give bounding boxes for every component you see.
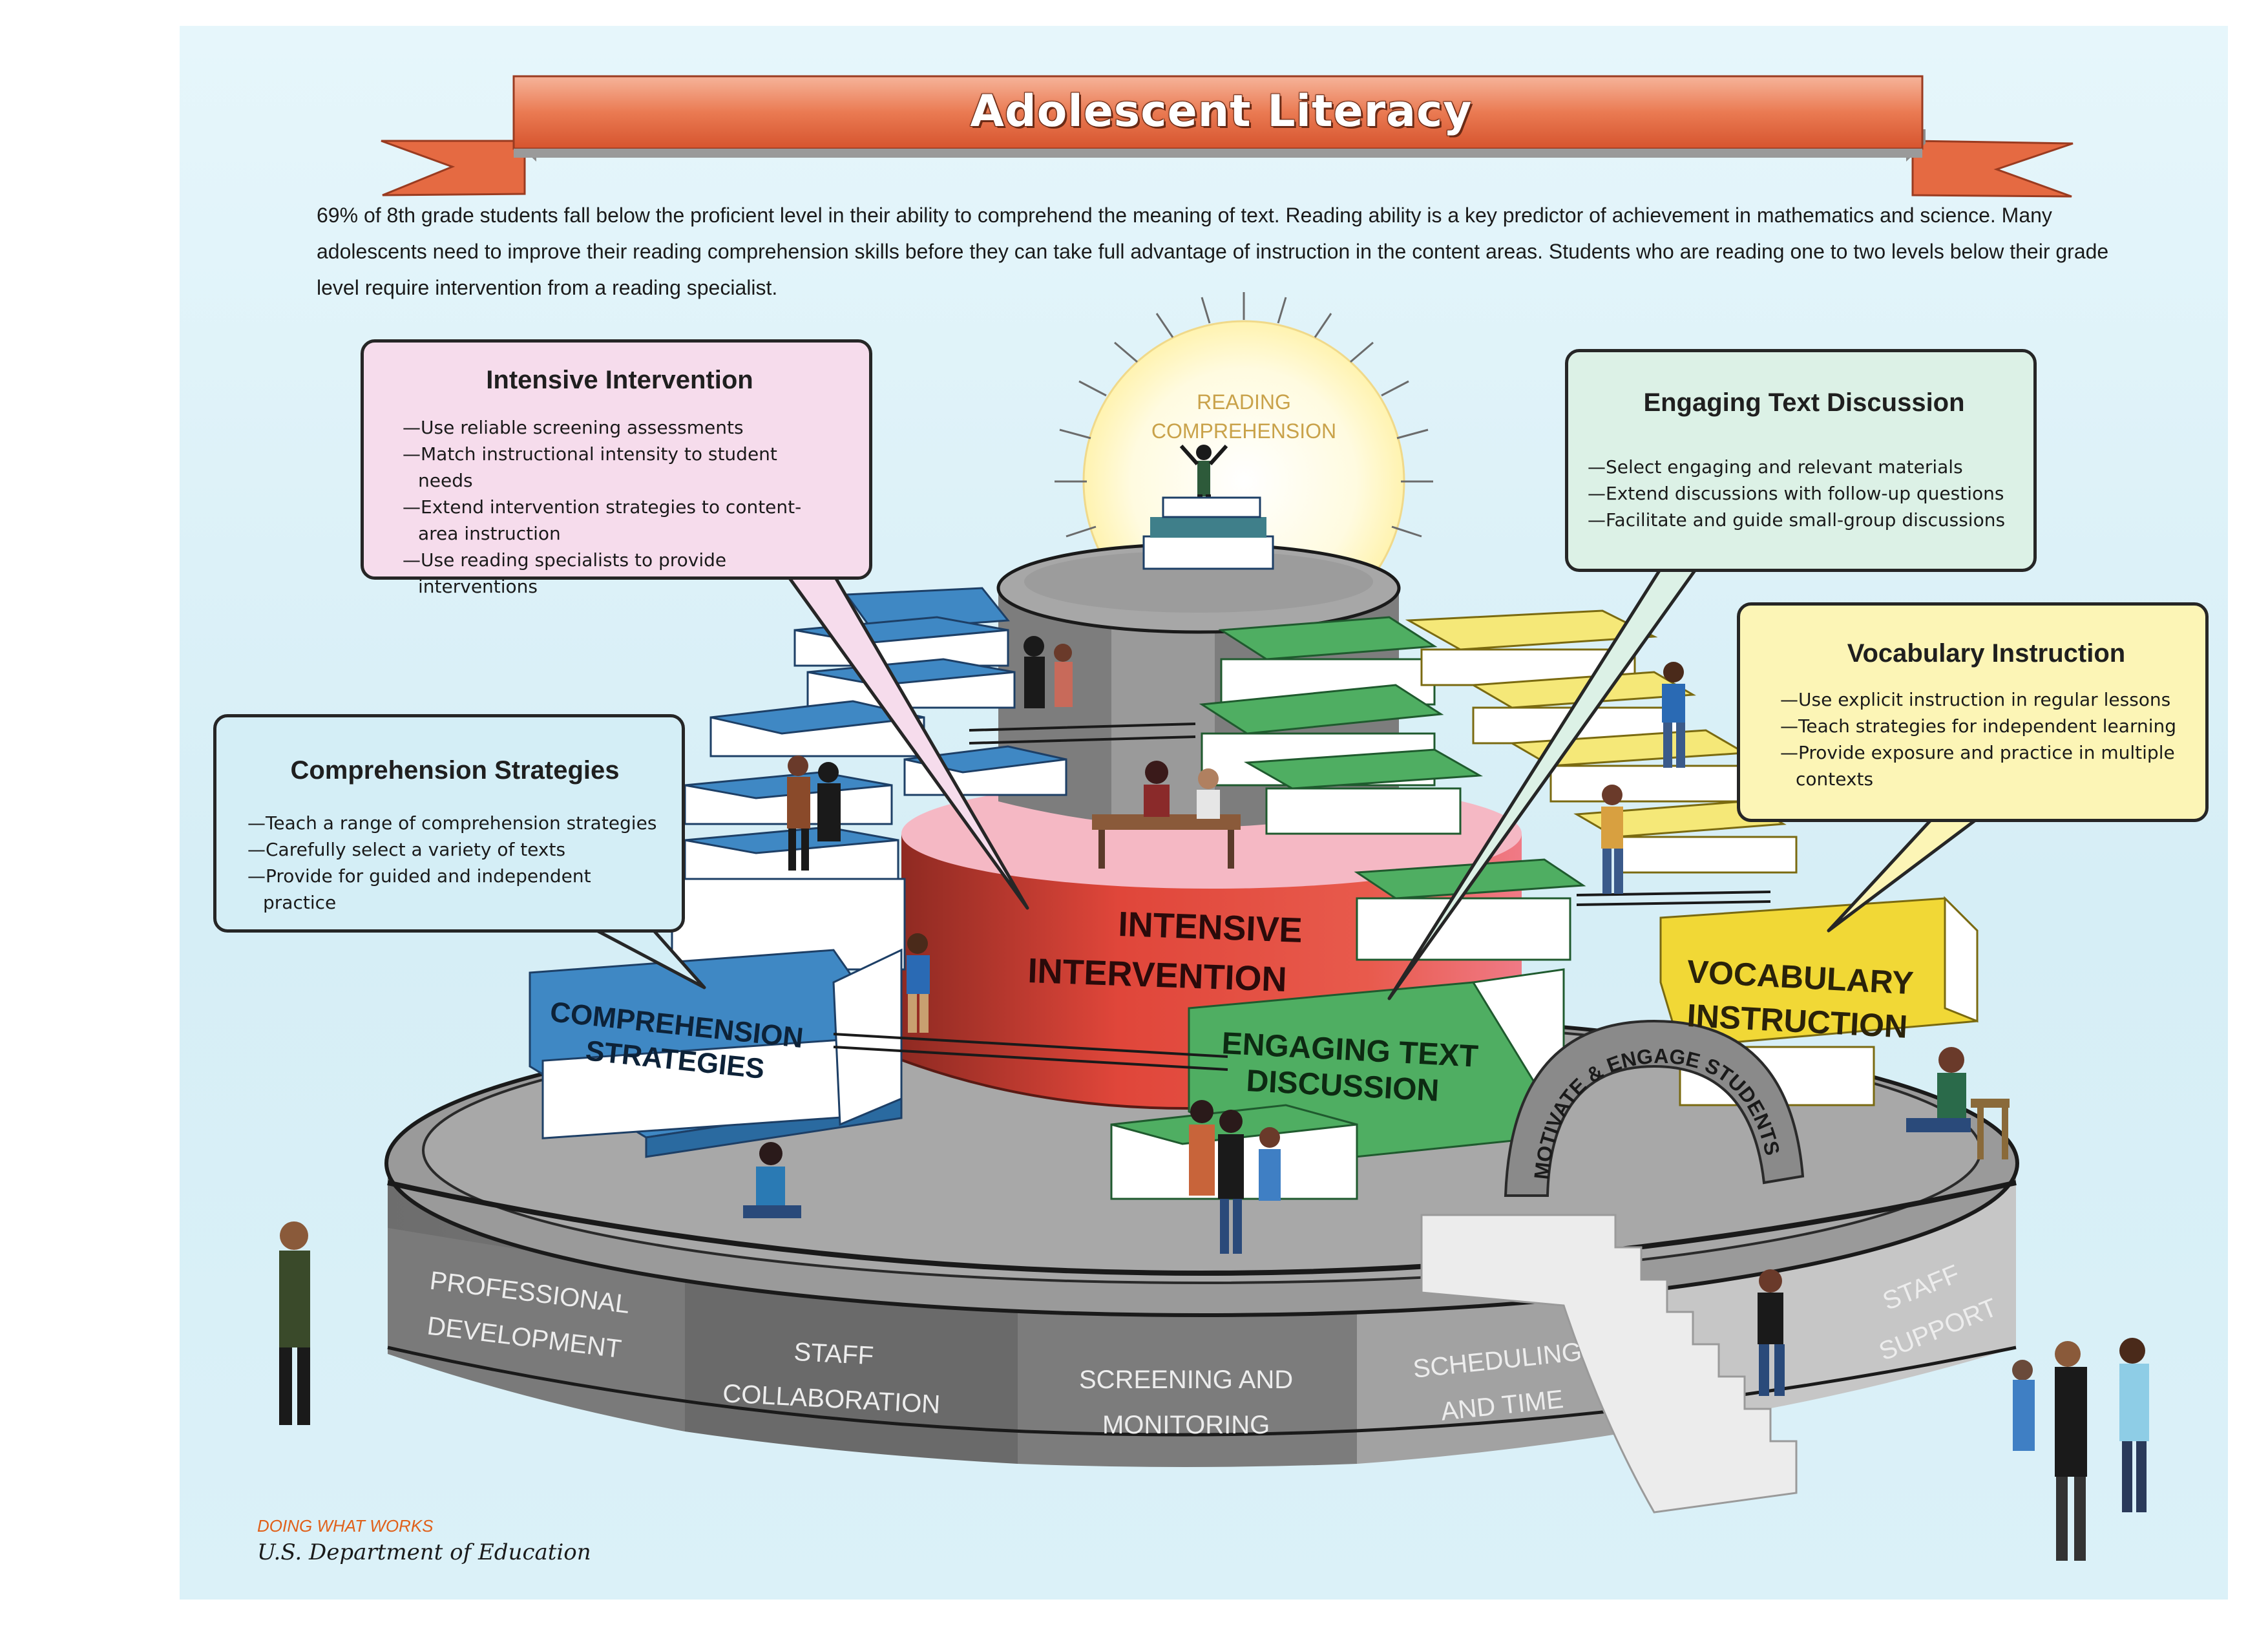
list-item: —Use reading specialists to provide inte…	[403, 549, 727, 597]
summit-label-line2: COMPREHENSION	[1151, 419, 1337, 443]
people-figures	[279, 445, 2149, 1561]
callout-heading: Intensive Intervention	[486, 366, 753, 394]
person-right-group	[2012, 1338, 2149, 1561]
intensive-tier-line1: INTENSIVE	[1118, 905, 1303, 950]
banner-body	[512, 75, 1924, 150]
callout-heading: Comprehension Strategies	[290, 756, 620, 785]
banner-shadow	[514, 149, 1922, 158]
books-summit	[1142, 496, 1274, 570]
list-item: —Use reliable screening assessments	[403, 417, 744, 438]
list-item: —Carefully select a variety of texts	[247, 839, 566, 860]
person-chair-right	[1906, 1047, 2010, 1159]
person-yellow-stack	[1601, 662, 1685, 894]
banner-tail-left	[381, 140, 526, 196]
person-blue-stack	[787, 755, 930, 1033]
callout-heading: Engaging Text Discussion	[1643, 388, 1965, 417]
summit-label: READING COMPREHENSION	[1098, 388, 1389, 446]
list-item: —Teach strategies for independent learni…	[1780, 715, 2177, 737]
callout-engaging-text-discussion: Engaging Text Discussion —Select engagin…	[1565, 349, 2037, 572]
pointer-intensive	[786, 575, 1029, 910]
base-label-scheduling-time: SCHEDULING AND TIME	[1411, 1329, 1588, 1437]
list-item: —Extend intervention strategies to conte…	[403, 496, 802, 544]
callout-list: —Use reliable screening assessments —Mat…	[403, 414, 837, 600]
list-item: —Use explicit instruction in regular les…	[1780, 689, 2171, 710]
list-item: —Provide for guided and independent prac…	[247, 865, 591, 913]
list-item: —Teach a range of comprehension strategi…	[247, 812, 657, 834]
pair-summit-cylinder	[1024, 636, 1073, 708]
footer-program: DOING WHAT WORKS	[257, 1516, 434, 1536]
person-reading-seated	[743, 1142, 801, 1218]
pointer-comprehension	[593, 927, 706, 989]
list-item: —Facilitate and guide small-group discus…	[1588, 509, 2006, 531]
gray-cylinder-top-inner	[1024, 551, 1373, 613]
group-discussion	[1189, 1100, 1281, 1254]
base-label-line: SCREENING AND	[1079, 1366, 1294, 1394]
pointer-vocabulary	[1827, 818, 1979, 933]
base-label-screening-monitoring: SCREENING AND MONITORING	[1079, 1357, 1293, 1448]
callout-list: —Teach a range of comprehension strategi…	[247, 810, 662, 916]
person-left-standing	[279, 1221, 310, 1425]
intensive-tier-line2: INTERVENTION	[1027, 951, 1288, 999]
callout-intensive-intervention: Intensive Intervention —Use reliable scr…	[361, 339, 872, 597]
callout-comprehension-strategies: Comprehension Strategies —Teach a range …	[213, 714, 685, 933]
list-item: —Provide exposure and practice in multip…	[1780, 742, 2175, 790]
page-title: Adolescent Literacy	[970, 86, 1473, 137]
base-label-line: MONITORING	[1102, 1411, 1270, 1439]
callout-heading: Vocabulary Instruction	[1847, 639, 2126, 668]
summit-label-line1: READING	[1197, 390, 1291, 414]
callout-list: —Use explicit instruction in regular les…	[1780, 686, 2192, 792]
pointer-engaging	[1387, 567, 1698, 1000]
walkways	[833, 723, 1771, 1071]
segment-professional-development	[388, 1228, 685, 1431]
list-item: —Select engaging and relevant materials	[1588, 456, 1963, 478]
arch-shape	[1504, 1019, 1805, 1197]
segment-staff-collaboration	[685, 1276, 1018, 1464]
staircase	[1420, 1214, 1798, 1514]
banner-tail-right	[1911, 140, 2074, 198]
motivate-arch	[1420, 1019, 1805, 1514]
sun-rays	[1055, 292, 1433, 538]
table-group	[1092, 761, 1241, 869]
title-banner	[381, 75, 2074, 198]
intro-paragraph: 69% of 8th grade students fall below the…	[317, 204, 2109, 299]
segment-staff-support	[1654, 1183, 2016, 1428]
callout-list: —Select engaging and relevant materials …	[1588, 454, 2021, 533]
base-bottom-line	[387, 1346, 2017, 1437]
callout-pointers	[593, 567, 1979, 1000]
list-item: —Extend discussions with follow-up quest…	[1588, 483, 2004, 504]
base-label-staff-collaboration: STAFF COLLABORATION	[722, 1326, 944, 1427]
footer-agency: U.S. Department of Education	[257, 1539, 591, 1565]
engaging-book-stacks	[1110, 616, 1586, 1200]
person-stairs	[1758, 1269, 1785, 1396]
base-rim-line	[387, 1180, 2017, 1276]
callout-vocabulary-instruction: Vocabulary Instruction —Use explicit ins…	[1737, 602, 2209, 822]
segment-screening-monitoring	[1018, 1299, 1357, 1467]
vocabulary-book-stacks	[1405, 609, 1979, 1106]
list-item: —Match instructional intensity to studen…	[403, 443, 777, 491]
